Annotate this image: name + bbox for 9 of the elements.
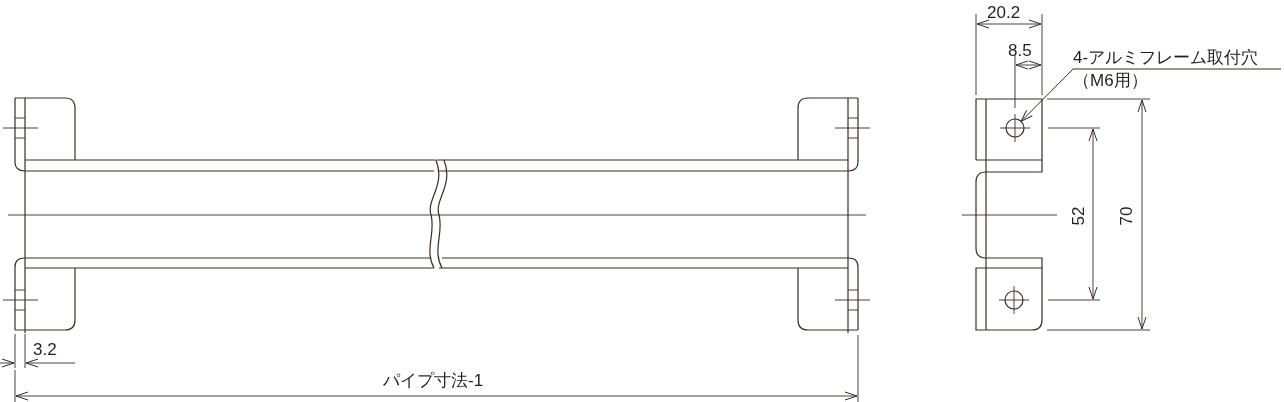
mounting-hole <box>1000 113 1030 143</box>
callout-text: 4-アルミフレーム取付穴（M6用） <box>1073 46 1281 92</box>
dimension-label: 8.5 <box>1008 41 1032 61</box>
dimension-label: 52 <box>1069 206 1090 226</box>
dimension-label: 70 <box>1117 206 1138 226</box>
leader-line <box>1020 68 1282 122</box>
dimension-label: パイプ寸法-1 <box>383 371 484 391</box>
dimension-label: 3.2 <box>33 340 57 360</box>
dimension-label: 20.2 <box>987 3 1021 23</box>
